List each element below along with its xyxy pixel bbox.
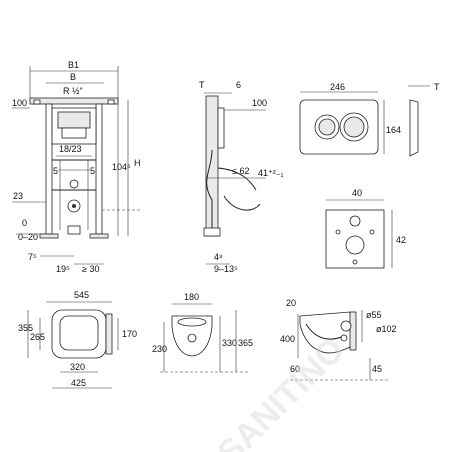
dim-400: 400	[280, 334, 295, 344]
dim-6: 6	[236, 80, 241, 90]
dim-t-side: T	[199, 80, 205, 90]
dim-365: 365	[238, 338, 253, 348]
dim-45: 45	[372, 364, 382, 374]
dim-h: H	[134, 158, 141, 168]
dim-5-left: 5	[53, 166, 58, 176]
dim-265: 265	[30, 332, 45, 342]
dim-20: 20	[286, 298, 296, 308]
dim-60: 60	[290, 364, 300, 374]
dim-r-half: R ½"	[63, 86, 83, 96]
dim-100-side: 100	[252, 98, 267, 108]
dim-330: 330	[222, 338, 237, 348]
dim-180: 180	[184, 292, 199, 302]
dim-0: 0	[22, 218, 27, 228]
dim-41: 41⁺²₋₁	[258, 168, 284, 178]
dim-7-5: 7⁵	[28, 252, 37, 262]
dim-19-5: 19⁵	[56, 264, 70, 274]
flush-plate-side: T	[408, 82, 440, 157]
dim-320: 320	[70, 362, 85, 372]
dim-4-8: 4⁸	[214, 252, 223, 262]
bowl-side-view: 20 400 60 ø55 ø102 45	[280, 298, 397, 381]
dim-100-left: 100	[12, 98, 27, 108]
dim-425: 425	[71, 378, 86, 388]
dim-355: 355	[18, 323, 33, 333]
dim-104-5: 104⁵	[112, 162, 131, 172]
watermark: SANITINO	[210, 330, 352, 452]
dim-42: 42	[396, 235, 406, 245]
dim-b1: B1	[68, 60, 79, 70]
install-plate: 40 42	[325, 188, 406, 269]
dim-d102: ø102	[376, 324, 397, 334]
frame-front-view: B1 B R ½" 100 18/23 5 5	[12, 60, 141, 274]
dim-230: 230	[152, 344, 167, 354]
dim-t-plate: T	[434, 82, 440, 92]
dim-40: 40	[352, 188, 362, 198]
dim-d55: ø55	[366, 310, 382, 320]
dim-5-right: 5	[90, 166, 95, 176]
bowl-front-view: 180 230 330 365	[152, 292, 253, 373]
dim-164: 164	[386, 125, 401, 135]
dim-23: 23	[13, 191, 23, 201]
dim-246: 246	[330, 82, 345, 92]
dim-ge-30: ≥ 30	[82, 264, 99, 274]
dim-b: B	[70, 72, 76, 82]
dim-9-13-5: 9–13⁵	[214, 264, 238, 274]
dim-18-23: 18/23	[59, 144, 82, 154]
dim-le-62: ≤ 62	[232, 166, 249, 176]
flush-plate-front: 246 164	[299, 82, 401, 155]
dim-170: 170	[122, 329, 137, 339]
frame-side-view: T 6 100 ≤ 62 41⁺²₋₁ 4⁸ 9–13⁵	[199, 80, 284, 274]
bowl-top-view: 545 355 265 170 320 425	[18, 290, 137, 389]
dim-545: 545	[74, 290, 89, 300]
dim-0-20: 0–20	[18, 232, 38, 242]
